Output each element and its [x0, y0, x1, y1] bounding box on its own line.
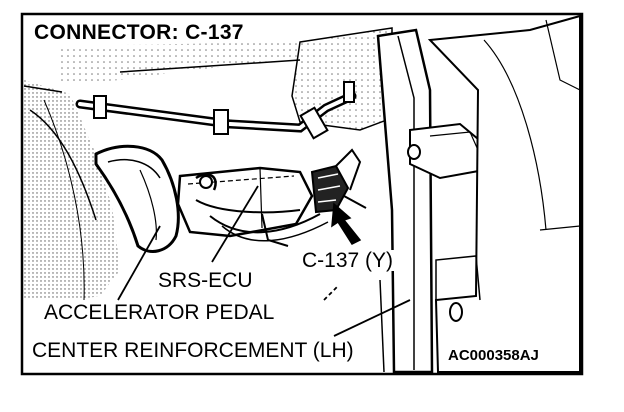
figure-title: CONNECTOR: C-137 [34, 21, 244, 44]
label-center-reinforcement: CENTER REINFORCEMENT (LH) [30, 339, 356, 362]
leader-center-reinforcement [333, 299, 411, 337]
figure-code: AC000358AJ [448, 347, 539, 364]
leader-lines [117, 185, 411, 337]
leader-accelerator-pedal [117, 225, 161, 301]
dashboard-underside [60, 27, 393, 131]
leader-connector [323, 285, 339, 301]
left-side-panel [23, 80, 120, 301]
label-accelerator-pedal: ACCELERATOR PEDAL [42, 301, 277, 324]
connector-c137 [310, 148, 367, 214]
label-srs-ecu: SRS-ECU [156, 269, 255, 292]
right-body-panel [427, 14, 581, 373]
leader-srs-ecu [211, 185, 259, 263]
center-reinforcement-column [376, 28, 485, 374]
cross-rod [75, 81, 357, 140]
figure-frame [20, 12, 584, 376]
connector-arrow [331, 202, 362, 245]
label-connector-c137: C-137 (Y) [300, 249, 396, 272]
srs-ecu-unit [176, 166, 329, 247]
accelerator-pedal [94, 144, 180, 253]
